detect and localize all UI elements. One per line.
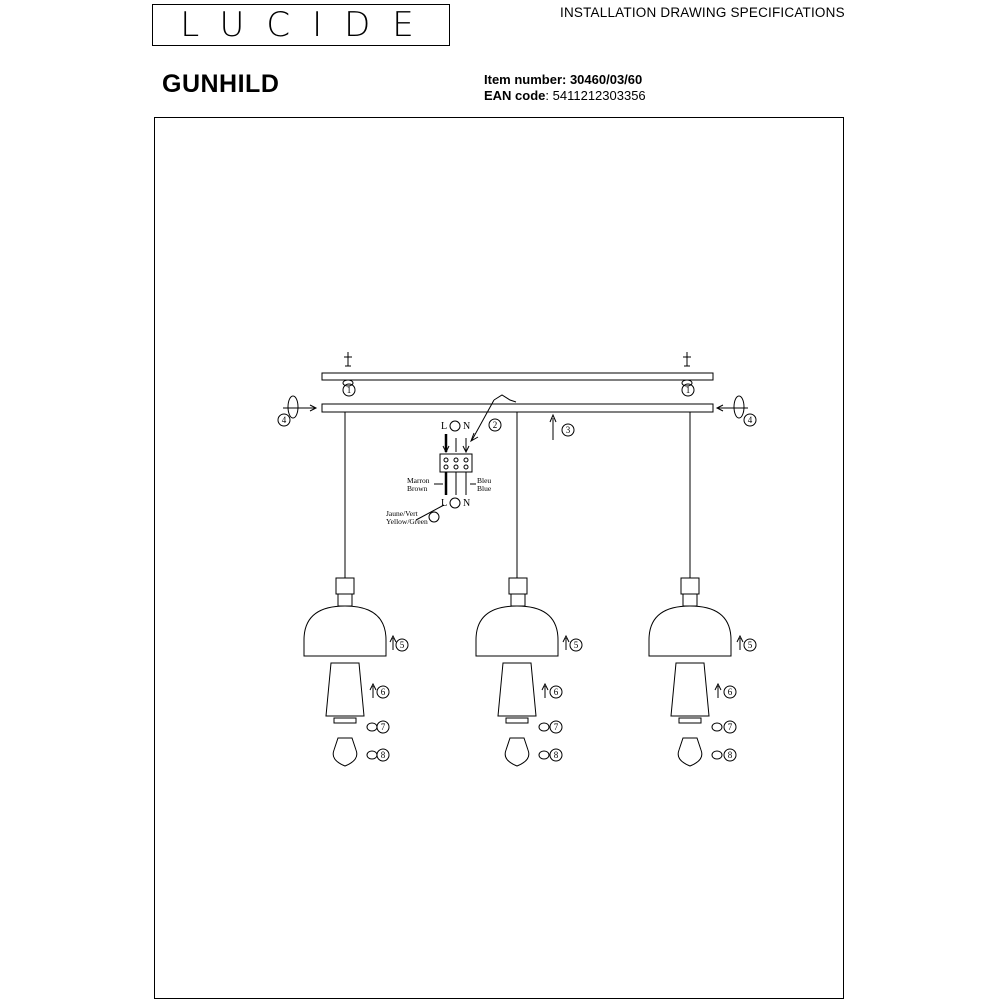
ean-label: EAN code	[484, 88, 546, 103]
end-cap-icon	[733, 395, 745, 419]
earth-icon	[449, 497, 461, 509]
wall-plug-icon	[342, 379, 354, 387]
step-arrows	[366, 634, 744, 760]
brand-logo-text: LUCIDE	[180, 5, 436, 45]
earth-icon	[449, 420, 461, 432]
step-number: 5	[574, 640, 579, 650]
step-number: 4	[748, 415, 753, 425]
earth-wire-label-en: Yellow/Green	[386, 517, 428, 526]
step-number: 5	[748, 640, 753, 650]
live-label: L	[441, 498, 447, 509]
screw-icon	[344, 352, 352, 367]
ean-value: : 5411212303356	[545, 88, 646, 103]
item-number-value: : 30460/03/60	[562, 72, 643, 87]
drawing-frame	[154, 117, 844, 999]
canopy-bar	[321, 403, 714, 413]
ean-row: EAN code: 5411212303356	[484, 88, 646, 104]
step-number: 3	[566, 425, 571, 435]
mounting-bracket	[321, 372, 714, 381]
earth-icon	[428, 511, 440, 523]
pendant-lamp-2	[475, 577, 559, 767]
step-number: 1	[686, 385, 691, 395]
blue-wire-label-fr: Bleu	[477, 476, 491, 485]
step-number: 8	[381, 750, 386, 760]
pendant-lamp-3	[648, 577, 732, 767]
live-label: L	[441, 421, 447, 432]
step-number: 7	[728, 722, 733, 732]
step-number: 4	[282, 415, 287, 425]
brown-wire-label-fr: Marron	[407, 476, 430, 485]
earth-wire-label-fr: Jaune/Vert	[386, 509, 419, 518]
terminal-block	[415, 434, 476, 521]
step-number: 7	[554, 722, 559, 732]
brand-logo: LUCIDE	[152, 4, 450, 46]
blue-wire-label-en: Blue	[477, 484, 492, 493]
step-number: 1	[347, 385, 352, 395]
step-number: 8	[728, 750, 733, 760]
item-number-label: Item number	[484, 72, 563, 87]
screw-icon	[683, 352, 691, 367]
item-info: Item number: 30460/03/60 EAN code: 54112…	[484, 72, 646, 104]
step-number: 7	[381, 722, 386, 732]
pendant-lamp-1	[303, 577, 387, 767]
step-markers	[277, 383, 757, 762]
step-number: 2	[493, 420, 498, 430]
step-number: 6	[728, 687, 733, 697]
product-name: GUNHILD	[162, 70, 280, 98]
neutral-label: N	[463, 498, 470, 509]
brown-wire-label-en: Brown	[407, 484, 428, 493]
neutral-label: N	[463, 421, 470, 432]
end-cap-icon	[287, 395, 299, 419]
step-number: 5	[400, 640, 405, 650]
item-number-row: Item number: 30460/03/60	[484, 72, 646, 88]
spec-title: INSTALLATION DRAWING SPECIFICATIONS	[560, 5, 845, 20]
step-number: 6	[554, 687, 559, 697]
wall-plug-icon	[681, 379, 693, 387]
step-number: 6	[381, 687, 386, 697]
step-number: 8	[554, 750, 559, 760]
